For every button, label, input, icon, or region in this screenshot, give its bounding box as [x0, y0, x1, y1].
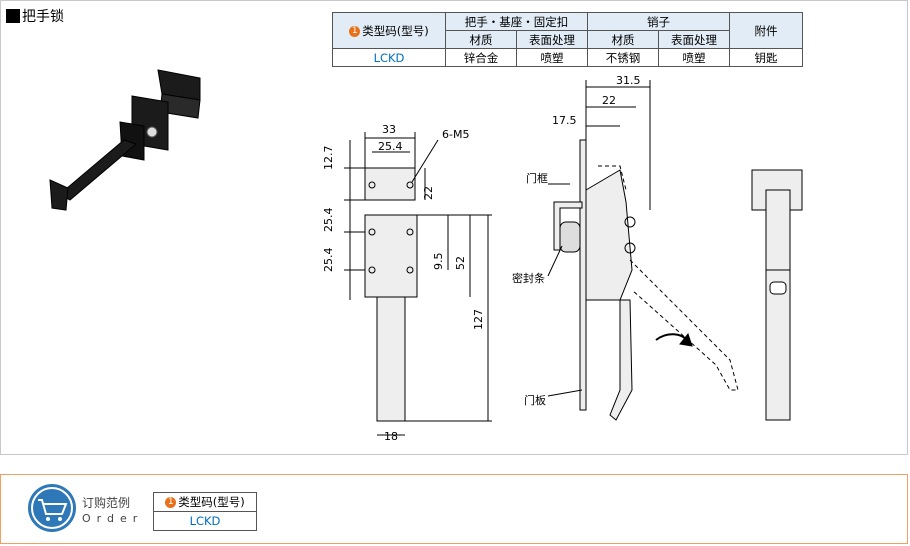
th-pin-finish: 表面处理: [658, 30, 730, 49]
cell-handle-material: 锌合金: [445, 48, 517, 67]
badge-icon: 1: [349, 25, 361, 37]
cell-handle-finish: 喷塑: [516, 48, 588, 67]
key-cylinder-icon: [146, 126, 158, 138]
cell-pin-finish: 喷塑: [658, 48, 730, 67]
right-view-hinge: [765, 189, 791, 271]
order-panel: [0, 474, 908, 544]
cell-pin-material: 不锈钢: [587, 48, 659, 67]
th-pin-material: 材质: [587, 30, 659, 49]
order-label: 订购范例: [82, 496, 131, 510]
dim-22-top: 22: [602, 94, 616, 107]
order-label-en: Order: [82, 512, 144, 525]
shopping-cart-icon: [28, 484, 76, 532]
dim-17-5: 17.5: [552, 114, 577, 127]
dim-33: 33: [382, 123, 396, 136]
door-frame: [553, 201, 583, 251]
product-photo: [49, 69, 201, 211]
technical-drawing: 33 25.4 6-M5 12.7 22 25.4 25.4 9.5 52 12…: [322, 74, 803, 443]
dim-25-4-v2: 25.4: [322, 248, 335, 273]
cell-accessory: 钥匙: [729, 48, 803, 67]
dim-18: 18: [384, 430, 398, 443]
right-view-handle: [765, 269, 791, 421]
side-view-handle: [609, 299, 633, 421]
dim-31-5: 31.5: [616, 74, 641, 87]
product-frame: [0, 0, 908, 455]
label-seal-strip: 密封条: [512, 271, 545, 285]
th-handle: 把手・基座・固定扣: [445, 12, 588, 31]
dim-22: 22: [422, 186, 435, 200]
dim-25-4-v1: 25.4: [322, 208, 335, 233]
seal-strip: [559, 221, 581, 253]
th-pin: 销子: [587, 12, 730, 31]
right-view-keyhole-icon: [769, 281, 787, 295]
title-text: 把手锁: [22, 9, 64, 25]
dim-6-m5: 6-M5: [442, 128, 469, 141]
front-view-body: [364, 214, 418, 298]
dim-9-5: 9.5: [432, 253, 445, 271]
th-handle-finish: 表面处理: [516, 30, 588, 49]
title-square-icon: [6, 9, 20, 23]
cell-code: LCKD: [332, 48, 446, 67]
front-view-handle: [376, 296, 406, 422]
th-handle-material: 材质: [445, 30, 517, 49]
dim-127: 127: [472, 309, 485, 330]
door-panel: [579, 139, 587, 411]
side-view-body: [585, 169, 633, 301]
th-type-label: 类型码(型号): [362, 23, 429, 38]
dim-12-7: 12.7: [322, 146, 335, 171]
order-th-type-label: 类型码(型号): [178, 495, 245, 509]
dim-52: 52: [454, 256, 467, 270]
order-code: LCKD: [153, 511, 257, 531]
page-title: 把手锁: [6, 6, 64, 26]
dim-25-4: 25.4: [378, 140, 403, 153]
label-door-panel: 门板: [524, 393, 546, 407]
order-badge-icon: 1: [165, 497, 177, 508]
th-accessory: 附件: [729, 12, 803, 49]
label-door-frame: 门框: [526, 171, 548, 185]
